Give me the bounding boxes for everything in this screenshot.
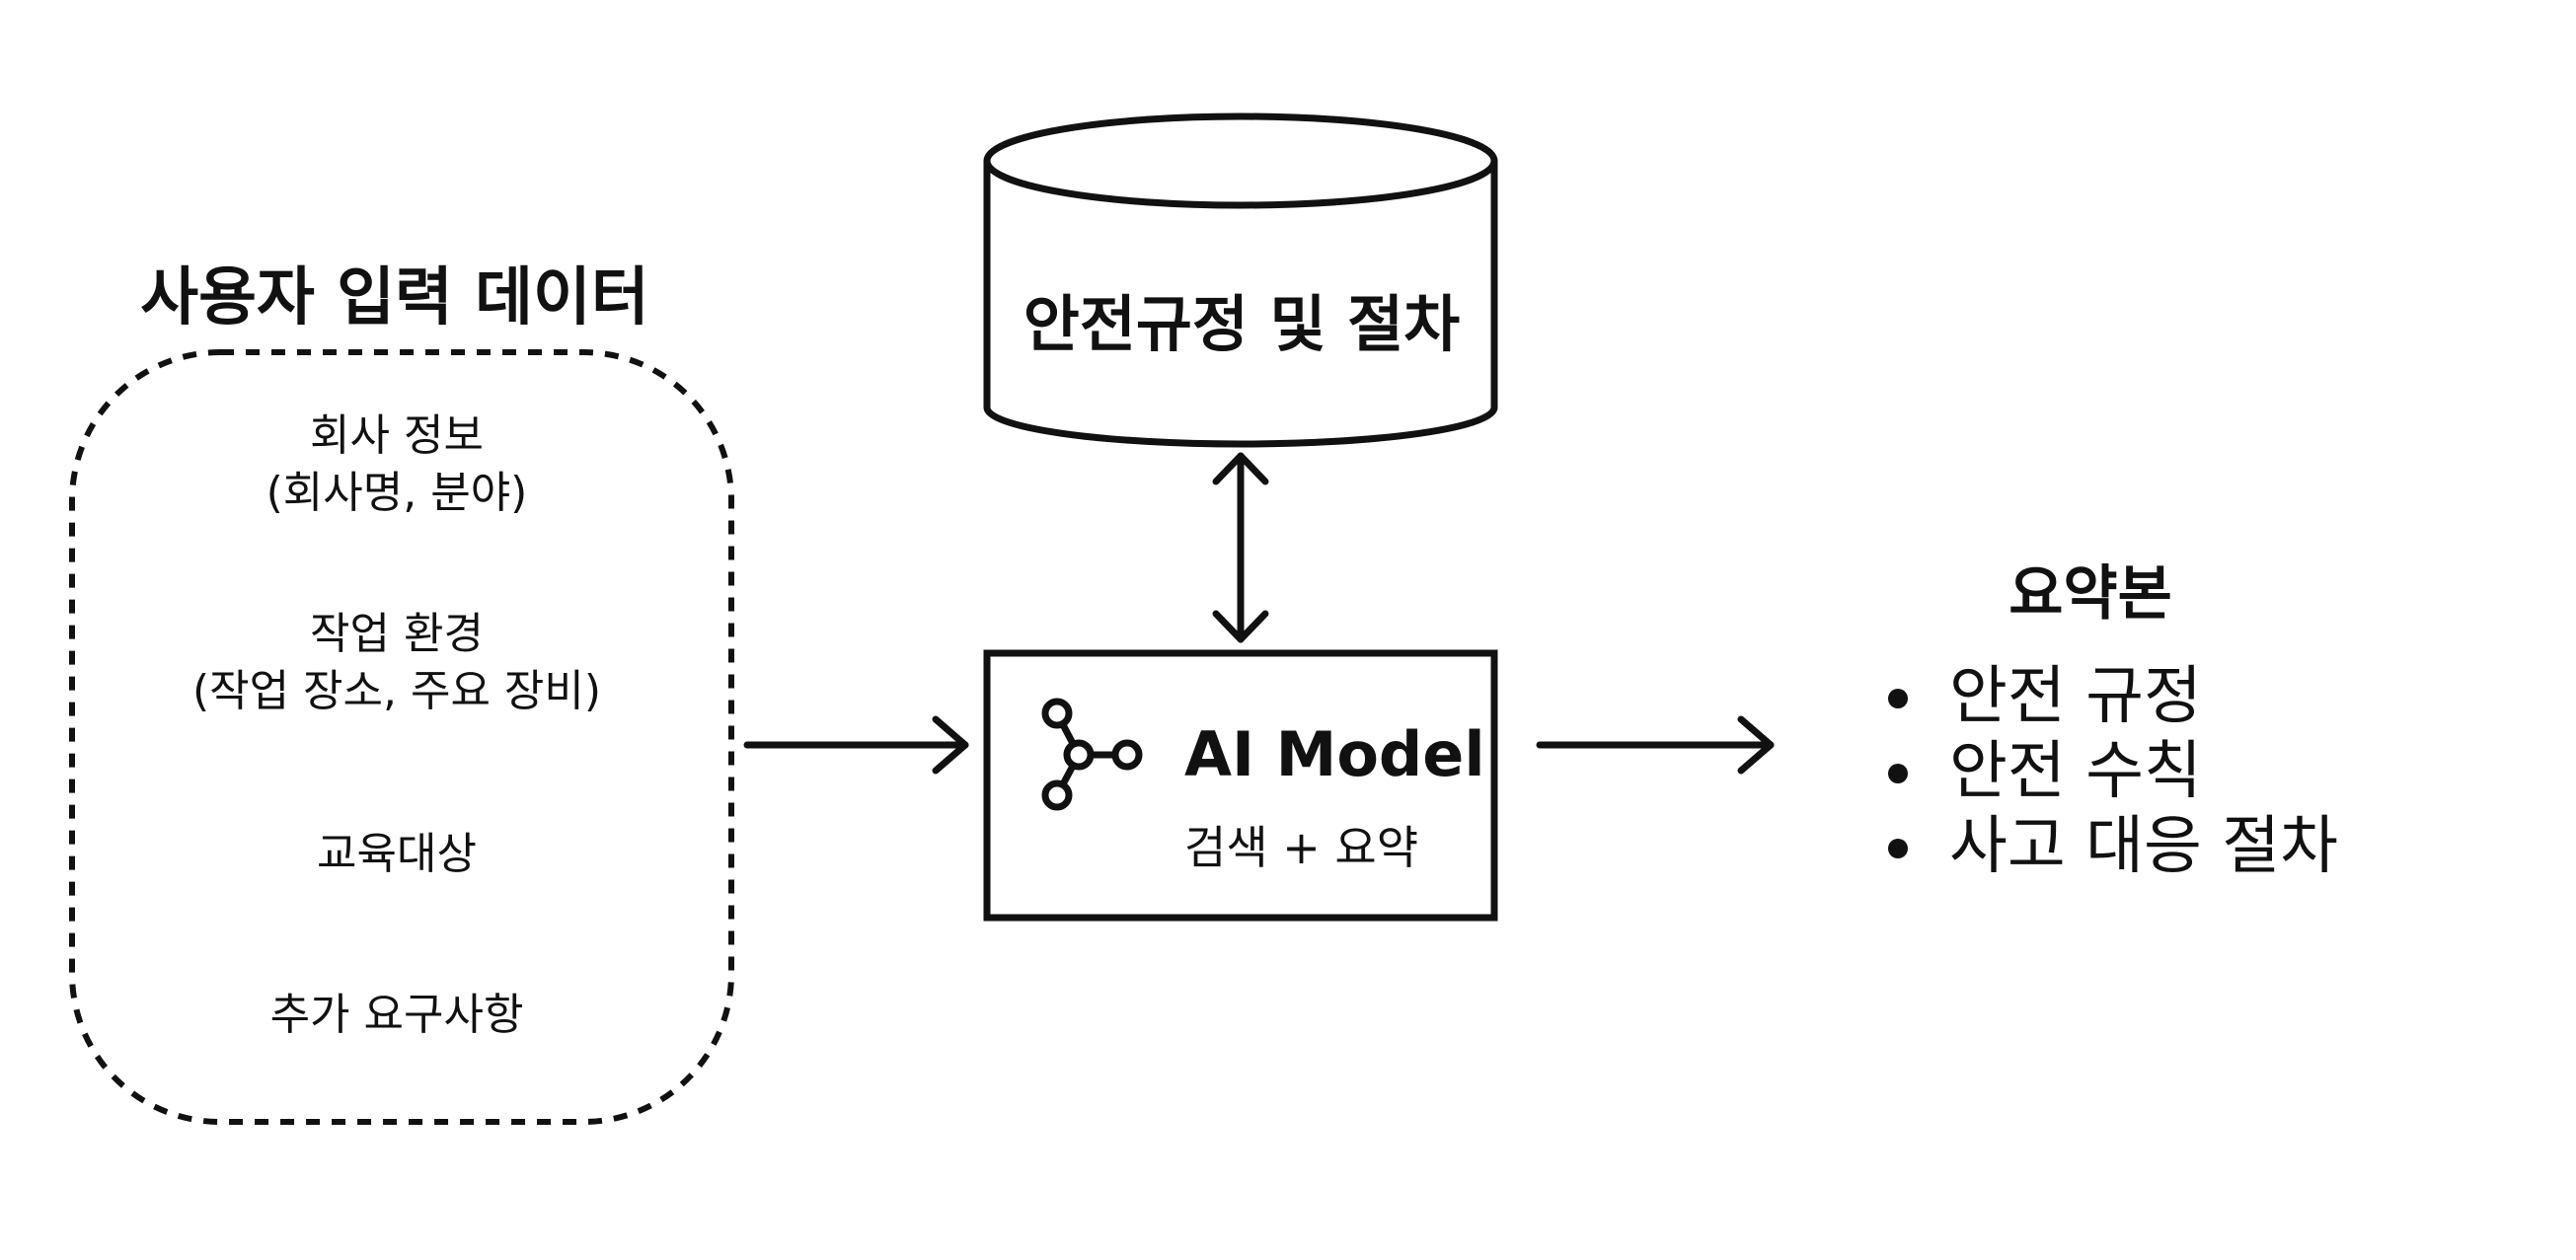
summary-list: 안전 규정 안전 수칙 사고 대응 절차 [1880,659,2338,884]
input-item-work-environment: 작업 환경 (작업 장소, 주요 장비) [192,606,601,720]
summary-title: 요약본 [2008,559,2172,629]
arrow-input-to-model [743,715,969,775]
ai-model-label: AI Model [1184,718,1485,790]
summary-item: 사고 대응 절차 [1880,809,2338,884]
input-item-work-environment-detail: (작업 장소, 주요 장비) [191,666,602,716]
arrow-database-model [1212,452,1269,643]
input-data-box [69,349,734,1125]
input-item-company-label: 회사 정보 [310,410,484,461]
database-cylinder [983,112,1498,448]
ai-model-subtitle: 검색 + 요약 [1184,821,1419,874]
summary-item: 안전 규정 [1880,659,2338,734]
input-item-company: 회사 정보 (회사명, 분야) [266,408,528,522]
ai-model-box [983,649,1498,922]
summary-item: 안전 수칙 [1880,734,2338,809]
arrow-model-to-output [1536,715,1775,775]
database-label: 안전규정 및 절차 [1023,288,1461,360]
input-item-additional-requirements: 추가 요구사항 [269,990,524,1040]
input-data-title: 사용자 입력 데이터 [140,261,649,334]
network-nodes-icon [1041,698,1143,811]
input-item-company-detail: (회사명, 분야) [265,468,528,518]
input-item-training-target: 교육대상 [317,829,477,879]
input-item-work-environment-label: 작업 환경 [310,609,484,659]
